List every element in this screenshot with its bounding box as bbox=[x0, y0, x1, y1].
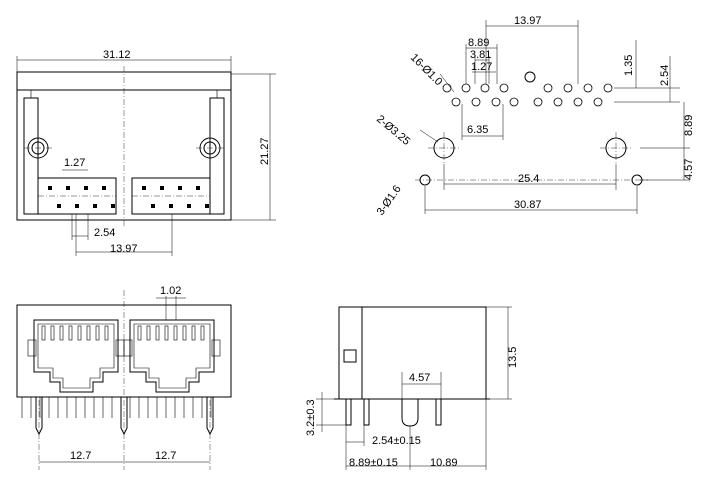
contact-finger bbox=[41, 325, 46, 341]
fp-dim-row-889: 8.89 bbox=[683, 115, 695, 136]
fp-pin-hole bbox=[442, 83, 452, 93]
fp-pin-hole bbox=[480, 83, 490, 93]
side-dim-offset-457: 4.57 bbox=[409, 372, 430, 384]
contact-finger bbox=[164, 325, 169, 341]
dim-pin-row-offset: 2.54 bbox=[94, 227, 115, 239]
fp-pin-hole bbox=[533, 97, 543, 107]
fp-ref-hole bbox=[524, 71, 536, 83]
side-view-body bbox=[338, 306, 487, 400]
fp-pin-hole bbox=[451, 97, 461, 107]
dim-port-spacing: 13.97 bbox=[110, 243, 138, 255]
side-dim-offset-889: 8.89±0.15 bbox=[349, 457, 398, 469]
pin-square bbox=[102, 186, 106, 190]
fp-small-holes-label: 3-Ø1.6 bbox=[375, 183, 404, 217]
pin-square bbox=[66, 186, 70, 190]
contact-finger bbox=[59, 325, 64, 341]
side-dim-offset-1089: 10.89 bbox=[430, 457, 458, 469]
side-dim-pin-length: 3.2±0.3 bbox=[305, 399, 317, 436]
front-dim-port-pitch-right: 12.7 bbox=[155, 450, 176, 462]
contact-finger bbox=[173, 325, 178, 341]
pin-square bbox=[111, 204, 115, 208]
pin-square bbox=[142, 186, 146, 190]
pin-square bbox=[75, 204, 79, 208]
pin-square bbox=[93, 204, 97, 208]
pin-square bbox=[160, 186, 164, 190]
contact-finger bbox=[77, 325, 82, 341]
pin-square bbox=[169, 204, 173, 208]
fp-pin-hole bbox=[603, 83, 613, 93]
fp-pin-hole bbox=[593, 97, 603, 107]
contact-finger bbox=[200, 325, 205, 341]
pin-square bbox=[178, 186, 182, 190]
side-view-led-window bbox=[343, 349, 357, 363]
contact-finger bbox=[191, 325, 196, 341]
fp-pin-hole bbox=[499, 83, 509, 93]
fp-dim-width-top: 13.97 bbox=[514, 15, 542, 27]
contact-finger bbox=[137, 325, 142, 341]
dim-height-total: 21.27 bbox=[259, 137, 271, 165]
contact-finger bbox=[95, 325, 100, 341]
fp-pin-hole bbox=[491, 97, 501, 107]
fp-dim-889: 8.89 bbox=[468, 37, 489, 49]
fp-dim-span-3087: 30.87 bbox=[514, 199, 542, 211]
fp-dim-381: 3.81 bbox=[470, 49, 491, 61]
fp-pin-hole bbox=[573, 97, 583, 107]
fp-dim-row-135: 1.35 bbox=[623, 55, 635, 76]
rj45-port-left bbox=[27, 319, 125, 393]
fp-pin-hole bbox=[553, 97, 563, 107]
contact-finger bbox=[155, 325, 160, 341]
contact-finger bbox=[50, 325, 55, 341]
fp-pin-holes-label: 16-Ø1.0 bbox=[408, 52, 445, 89]
dim-width-total: 31.12 bbox=[103, 49, 131, 61]
fp-pin-hole bbox=[509, 97, 519, 107]
side-view: 13.5 3.2±0.3 4.57 2.54±0.15 8.89±0.15 10… bbox=[305, 306, 519, 470]
contact-finger bbox=[86, 325, 91, 341]
contact-finger bbox=[68, 325, 73, 341]
dim-pin-pitch: 1.27 bbox=[64, 157, 85, 169]
fp-dim-span-254: 25.4 bbox=[518, 173, 539, 185]
fp-mount-holes-label: 2-Ø3.25 bbox=[374, 113, 412, 148]
front-dim-tab-width: 1.02 bbox=[160, 285, 181, 297]
front-view: 1.02 12.7 12.7 bbox=[16, 285, 232, 470]
fp-pin-hole bbox=[471, 97, 481, 107]
side-dim-pitch-254: 2.54±0.15 bbox=[372, 435, 421, 447]
front-dim-port-pitch-left: 12.7 bbox=[70, 450, 91, 462]
fp-pin-hole bbox=[563, 83, 573, 93]
fp-dim-row-254: 2.54 bbox=[659, 65, 671, 86]
rj45-port-right bbox=[123, 319, 221, 393]
fp-pin-hole bbox=[461, 83, 471, 93]
top-view: 31.12 21.27 1.27 2.54 13.97 bbox=[16, 49, 276, 256]
contact-finger bbox=[182, 325, 187, 341]
side-dim-height: 13.5 bbox=[507, 347, 519, 368]
pin-square bbox=[187, 204, 191, 208]
fp-pin-hole bbox=[583, 83, 593, 93]
pin-square bbox=[84, 186, 88, 190]
fp-dim-row-457: 4.57 bbox=[683, 159, 695, 180]
pin-square bbox=[57, 204, 61, 208]
pin-square bbox=[151, 204, 155, 208]
fp-dim-635: 6.35 bbox=[467, 124, 488, 136]
footprint-view: 13.97 8.89 3.81 1.27 16-Ø1.0 6.35 2-Ø3.2… bbox=[374, 15, 695, 218]
pin-square bbox=[196, 186, 200, 190]
fp-dim-127: 1.27 bbox=[471, 61, 492, 73]
fp-pin-hole bbox=[543, 83, 553, 93]
contact-finger bbox=[104, 325, 109, 341]
pin-square bbox=[205, 204, 209, 208]
contact-finger bbox=[146, 325, 151, 341]
pin-square bbox=[48, 186, 52, 190]
